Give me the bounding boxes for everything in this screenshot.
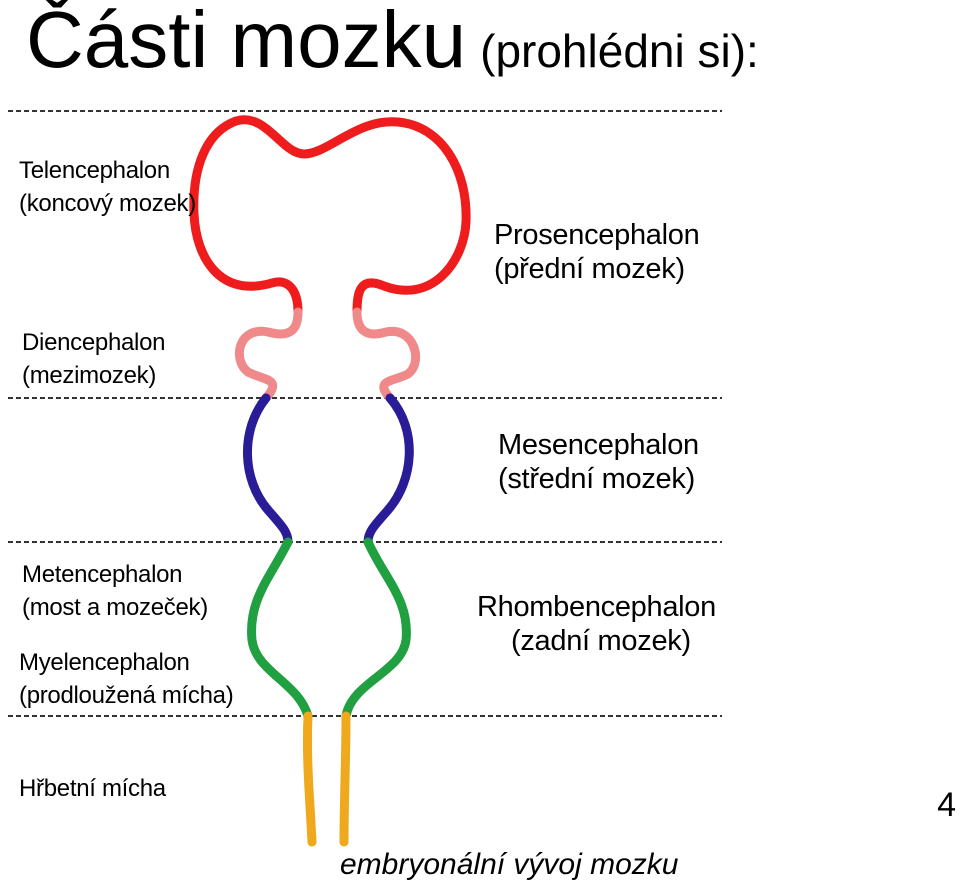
myelencephalon-czech: (prodloužená mícha) bbox=[19, 682, 234, 709]
metencephalon-czech: (most a mozeček) bbox=[22, 594, 208, 621]
rhombencephalon-czech: (zadní mozek) bbox=[511, 625, 691, 657]
title-sub: (prohlédni si): bbox=[480, 25, 759, 77]
mesencephalon-outline-right bbox=[363, 393, 414, 547]
telencephalon-outline bbox=[189, 115, 471, 317]
title-main: Části mozku bbox=[26, 0, 467, 84]
page-title: Části mozku(prohlédni si): bbox=[26, 0, 759, 80]
prosencephalon-name: Prosencephalon bbox=[494, 219, 700, 251]
label-prosencephalon: Prosencephalon (přední mozek) bbox=[494, 218, 700, 286]
telencephalon-czech: (koncový mozek) bbox=[19, 190, 196, 217]
rhombencephalon-outline-right bbox=[341, 537, 411, 721]
label-myelencephalon: Myelencephalon (prodloužená mícha) bbox=[19, 646, 234, 712]
rhombencephalon-name: Rhombencephalon bbox=[477, 591, 716, 623]
rhombencephalon-outline-left bbox=[247, 537, 313, 721]
mesencephalon-name: Mesencephalon bbox=[498, 429, 699, 461]
myelencephalon-name: Myelencephalon bbox=[19, 649, 190, 676]
spinal-cord-outline-left bbox=[302, 711, 317, 847]
label-mesencephalon: Mesencephalon (střední mozek) bbox=[498, 428, 699, 496]
page-number: 4 bbox=[937, 786, 956, 824]
label-telencephalon: Telencephalon (koncový mozek) bbox=[19, 154, 196, 220]
diencephalon-name: Diencephalon bbox=[22, 329, 166, 356]
caption: embryonální vývoj mozku bbox=[340, 848, 679, 881]
prosencephalon-czech: (přední mozek) bbox=[494, 253, 685, 285]
mesencephalon-czech: (střední mozek) bbox=[498, 463, 695, 495]
mesencephalon-outline-left bbox=[243, 393, 293, 547]
label-rhombencephalon: Rhombencephalon (zadní mozek) bbox=[477, 590, 716, 658]
spinal-name: Hřbetní mícha bbox=[19, 775, 166, 802]
diencephalon-outline-right bbox=[352, 307, 421, 403]
label-spinal-cord: Hřbetní mícha bbox=[19, 772, 166, 805]
diencephalon-czech: (mezimozek) bbox=[22, 362, 157, 389]
metencephalon-name: Metencephalon bbox=[22, 561, 183, 588]
label-metencephalon: Metencephalon (most a mozeček) bbox=[22, 558, 208, 624]
label-diencephalon: Diencephalon (mezimozek) bbox=[22, 326, 165, 392]
telencephalon-name: Telencephalon bbox=[19, 157, 170, 184]
diencephalon-outline-left bbox=[234, 307, 303, 403]
spinal-cord-outline-right bbox=[339, 711, 351, 847]
